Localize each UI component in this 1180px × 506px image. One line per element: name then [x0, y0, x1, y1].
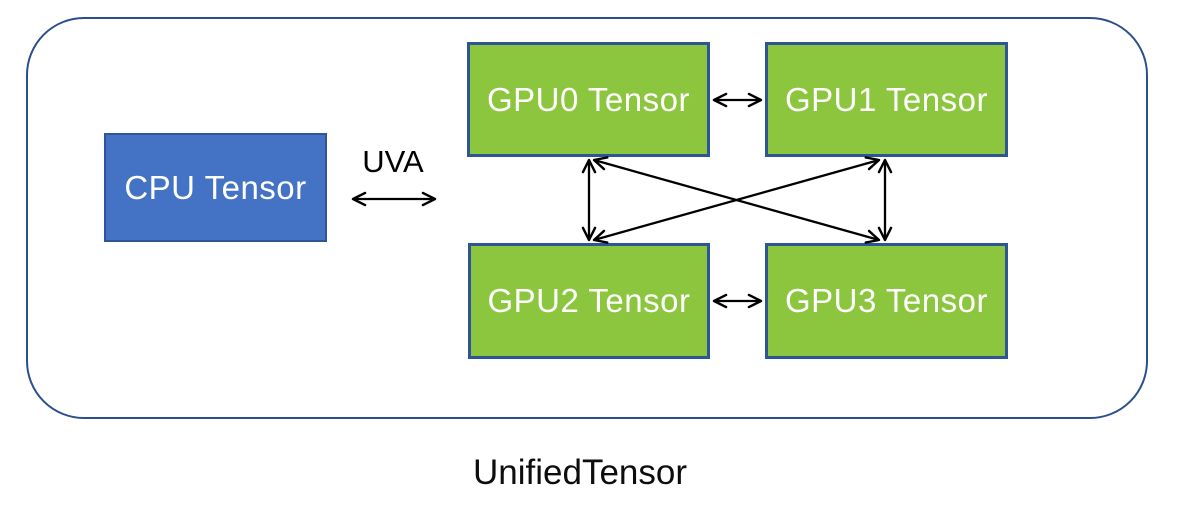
- diagram-caption: UnifiedTensor: [473, 453, 687, 492]
- gpu3-tensor-label: GPU3 Tensor: [785, 282, 988, 319]
- gpu1-tensor-label: GPU1 Tensor: [785, 80, 988, 118]
- gpu2-tensor-box: GPU2 Tensor: [468, 243, 710, 359]
- cpu-tensor-box: CPU Tensor: [104, 133, 327, 242]
- gpu0-tensor-box: GPU0 Tensor: [467, 42, 710, 157]
- gpu2-tensor-label: GPU2 Tensor: [487, 282, 691, 319]
- gpu1-tensor-box: GPU1 Tensor: [765, 42, 1008, 157]
- unified-tensor-container: [26, 17, 1148, 419]
- gpu0-tensor-label: GPU0 Tensor: [487, 80, 690, 118]
- uva-label: UVA: [362, 144, 424, 179]
- gpu3-tensor-box: GPU3 Tensor: [765, 243, 1008, 359]
- cpu-tensor-label: CPU Tensor: [124, 168, 307, 206]
